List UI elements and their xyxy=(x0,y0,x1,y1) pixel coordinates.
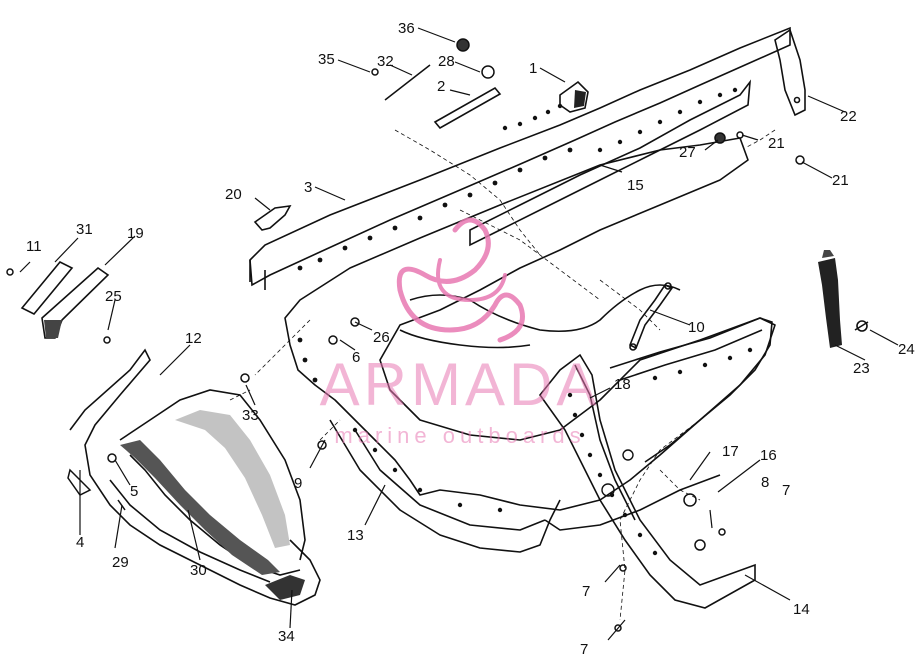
label-33: 33 xyxy=(242,407,259,424)
label-20: 20 xyxy=(225,186,242,203)
label-32: 32 xyxy=(377,53,394,70)
label-2: 2 xyxy=(437,78,445,95)
strip-2 xyxy=(433,86,502,130)
label-11: 11 xyxy=(26,238,42,255)
label-1: 1 xyxy=(529,60,537,77)
label-30: 30 xyxy=(190,562,207,579)
label-12: 12 xyxy=(185,330,202,347)
label-34: 34 xyxy=(278,628,295,645)
bracket-19-31 xyxy=(20,260,110,339)
label-19: 19 xyxy=(127,225,144,242)
upper-rail-3 xyxy=(249,26,791,290)
label-10: 10 xyxy=(688,319,705,336)
leader-lines xyxy=(19,27,899,641)
bracket-19-shade xyxy=(44,320,62,338)
label-16: 16 xyxy=(760,447,777,464)
label-15: 15 xyxy=(627,177,644,194)
bolt-24 xyxy=(854,320,869,332)
label-4: 4 xyxy=(76,534,84,551)
side-rail-14 xyxy=(538,353,756,609)
part-labels: 1 2 3 4 5 6 7 7 7 8 9 10 11 12 13 14 15 … xyxy=(26,20,915,655)
bumper-grille xyxy=(120,410,305,600)
label-22: 22 xyxy=(840,108,857,125)
label-21a: 21 xyxy=(768,135,785,152)
label-5: 5 xyxy=(130,483,138,500)
label-26: 26 xyxy=(373,329,390,346)
label-17: 17 xyxy=(722,443,739,460)
rod-23 xyxy=(818,250,842,348)
bracket-20 xyxy=(253,204,292,231)
label-25: 25 xyxy=(105,288,122,305)
label-6: 6 xyxy=(352,349,360,366)
label-24: 24 xyxy=(898,341,915,358)
right-panel-holes xyxy=(652,347,753,381)
rail-15 xyxy=(469,79,752,247)
label-9: 9 xyxy=(294,475,302,492)
label-27: 27 xyxy=(679,144,696,161)
watermark-logo xyxy=(396,217,525,343)
watermark-title: ARMADA xyxy=(320,351,601,418)
label-23: 23 xyxy=(853,360,870,377)
label-21b: 21 xyxy=(832,172,849,189)
label-28: 28 xyxy=(438,53,455,70)
label-14: 14 xyxy=(793,601,810,618)
fasteners xyxy=(6,38,805,632)
label-13: 13 xyxy=(347,527,364,544)
bracket-1 xyxy=(559,80,589,113)
side-rail-holes xyxy=(567,392,658,556)
rail-holes xyxy=(297,87,738,513)
label-7b: 7 xyxy=(580,641,588,655)
label-29: 29 xyxy=(112,554,129,571)
bracket-1-fill xyxy=(574,90,586,108)
bracket-10 xyxy=(628,282,674,351)
watermark-subtitle: marine outboards xyxy=(334,423,585,448)
label-35: 35 xyxy=(318,51,335,68)
label-7c: 7 xyxy=(782,482,790,499)
watermark-swirl-icon xyxy=(396,217,525,343)
label-18: 18 xyxy=(614,376,631,393)
label-7a: 7 xyxy=(582,583,590,600)
label-31: 31 xyxy=(76,221,93,238)
label-3: 3 xyxy=(304,179,312,196)
label-8: 8 xyxy=(761,474,769,491)
assembly-lines xyxy=(229,129,776,621)
bracket-22 xyxy=(774,28,806,117)
right-curved-panel xyxy=(609,317,773,463)
label-36: 36 xyxy=(398,20,415,37)
